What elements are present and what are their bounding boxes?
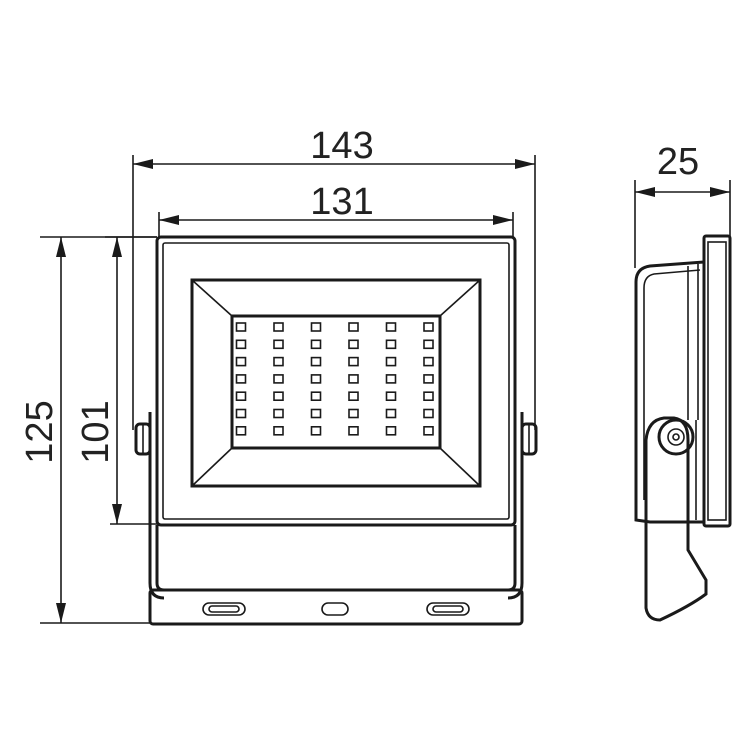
front-view — [134, 235, 538, 626]
lens-bevel-br — [439, 447, 481, 487]
side-view — [634, 234, 732, 622]
led-chip — [310, 425, 322, 436]
led-chip — [423, 322, 434, 332]
led-chip — [235, 425, 247, 436]
dim-label-total-width: 143 — [310, 125, 373, 167]
dim-label-total-height: 125 — [19, 400, 61, 463]
mount-hole-center — [321, 602, 349, 616]
side-pivot-knob — [657, 418, 695, 456]
led-chip — [423, 425, 434, 436]
led-chip — [423, 356, 434, 367]
dimension-lens-width: 131 — [158, 181, 514, 238]
dimension-total-width: 143 — [132, 125, 536, 430]
led-grid — [235, 322, 434, 436]
dimension-lens-height: 101 — [75, 236, 157, 525]
led-chip — [310, 356, 322, 367]
side-pivot-knob-inner — [667, 428, 685, 446]
side-rear-housing-inner — [643, 269, 701, 500]
mount-slot-left — [202, 602, 246, 616]
front-bracket-left-arm — [148, 412, 165, 600]
led-chip — [385, 356, 397, 367]
led-chip — [273, 322, 284, 332]
front-bracket-right-arm — [507, 412, 524, 600]
led-chip — [348, 322, 359, 332]
front-bracket-base — [148, 588, 524, 626]
led-chip — [423, 374, 434, 384]
led-chip — [385, 322, 397, 332]
dim-label-depth: 25 — [657, 141, 699, 183]
led-chip — [348, 408, 359, 419]
led-chip — [273, 391, 284, 402]
led-chip — [423, 408, 434, 419]
dimension-depth: 25 — [634, 141, 731, 268]
led-chip — [385, 425, 397, 436]
led-chip — [423, 391, 434, 402]
led-chip — [348, 425, 359, 436]
led-chip — [235, 322, 247, 332]
side-rear-housing — [634, 260, 705, 524]
front-housing-inner — [162, 242, 510, 520]
led-chip — [385, 391, 397, 402]
dimension-total-height: 125 — [19, 236, 157, 624]
led-chip — [273, 408, 284, 419]
mount-slot-left-inner — [208, 605, 240, 613]
led-chip — [423, 339, 434, 350]
dim-label-lens-width: 131 — [310, 181, 373, 223]
led-chip — [273, 356, 284, 367]
led-chip — [348, 391, 359, 402]
led-chip — [310, 391, 322, 402]
led-chip — [385, 374, 397, 384]
led-chip — [273, 374, 284, 384]
lens-bevel-tr — [439, 279, 481, 317]
led-chip — [348, 356, 359, 367]
front-housing-outer — [155, 235, 517, 527]
led-chip — [273, 425, 284, 436]
lens-bevel-tl — [191, 279, 233, 317]
lens-bevel-bl — [191, 447, 233, 487]
lens-inner — [230, 314, 442, 450]
led-chip — [235, 391, 247, 402]
side-pivot-knob-center — [672, 433, 680, 441]
led-chip — [235, 339, 247, 350]
lens-outer — [190, 278, 482, 488]
led-chip — [385, 339, 397, 350]
led-chip — [310, 408, 322, 419]
led-chip — [310, 339, 322, 350]
side-bracket-arm — [644, 416, 708, 622]
led-chip — [310, 374, 322, 384]
mount-slot-right-inner — [432, 605, 464, 613]
led-chip — [235, 356, 247, 367]
led-chip — [348, 374, 359, 384]
side-front-plate-inner — [707, 241, 727, 521]
dim-label-lens-height: 101 — [75, 400, 117, 463]
led-chip — [235, 374, 247, 384]
led-chip — [235, 408, 247, 419]
side-front-plate — [702, 234, 732, 528]
front-lower-body — [155, 525, 517, 592]
mount-slot-right — [426, 602, 470, 616]
led-chip — [385, 408, 397, 419]
led-chip — [310, 322, 322, 332]
led-chip — [273, 339, 284, 350]
led-chip — [348, 339, 359, 350]
